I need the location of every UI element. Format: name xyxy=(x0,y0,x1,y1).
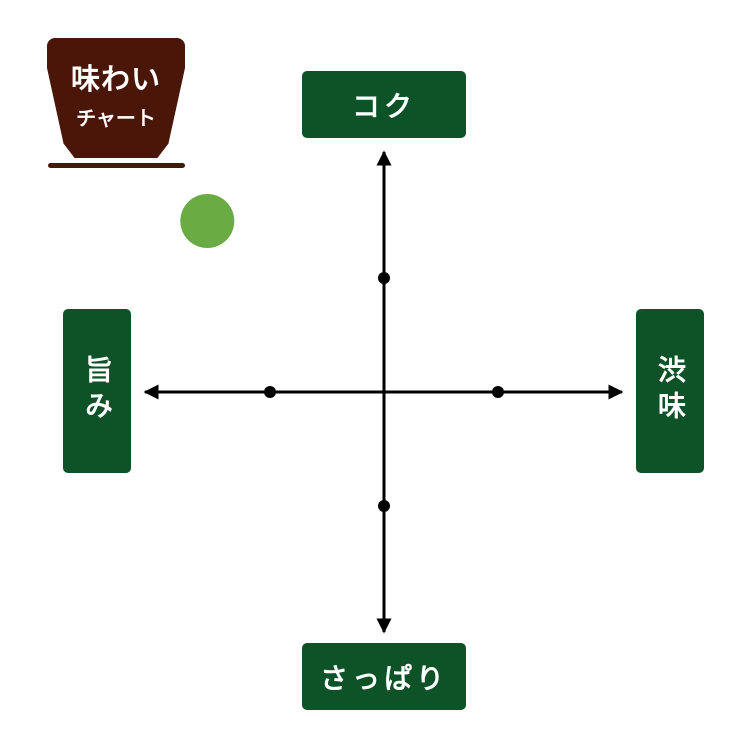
title-line2: チャート xyxy=(76,106,156,130)
axis-label-right: 渋味 xyxy=(636,309,704,473)
x-axis-tick-dot xyxy=(264,386,276,398)
bowl-base-line xyxy=(48,163,185,168)
x-axis-tick-dot xyxy=(492,386,504,398)
axis-label-top: コク xyxy=(302,71,466,138)
axis-label-left: 旨み xyxy=(63,309,131,473)
title-line1: 味わい xyxy=(70,62,161,96)
title-bowl-logo: 味わい チャート xyxy=(47,38,185,158)
y-axis-tick-dot xyxy=(378,500,390,512)
y-axis-tick-dot xyxy=(378,272,390,284)
taste-marker-dot xyxy=(180,194,235,248)
axis-label-bottom: さっぱり xyxy=(302,643,466,710)
